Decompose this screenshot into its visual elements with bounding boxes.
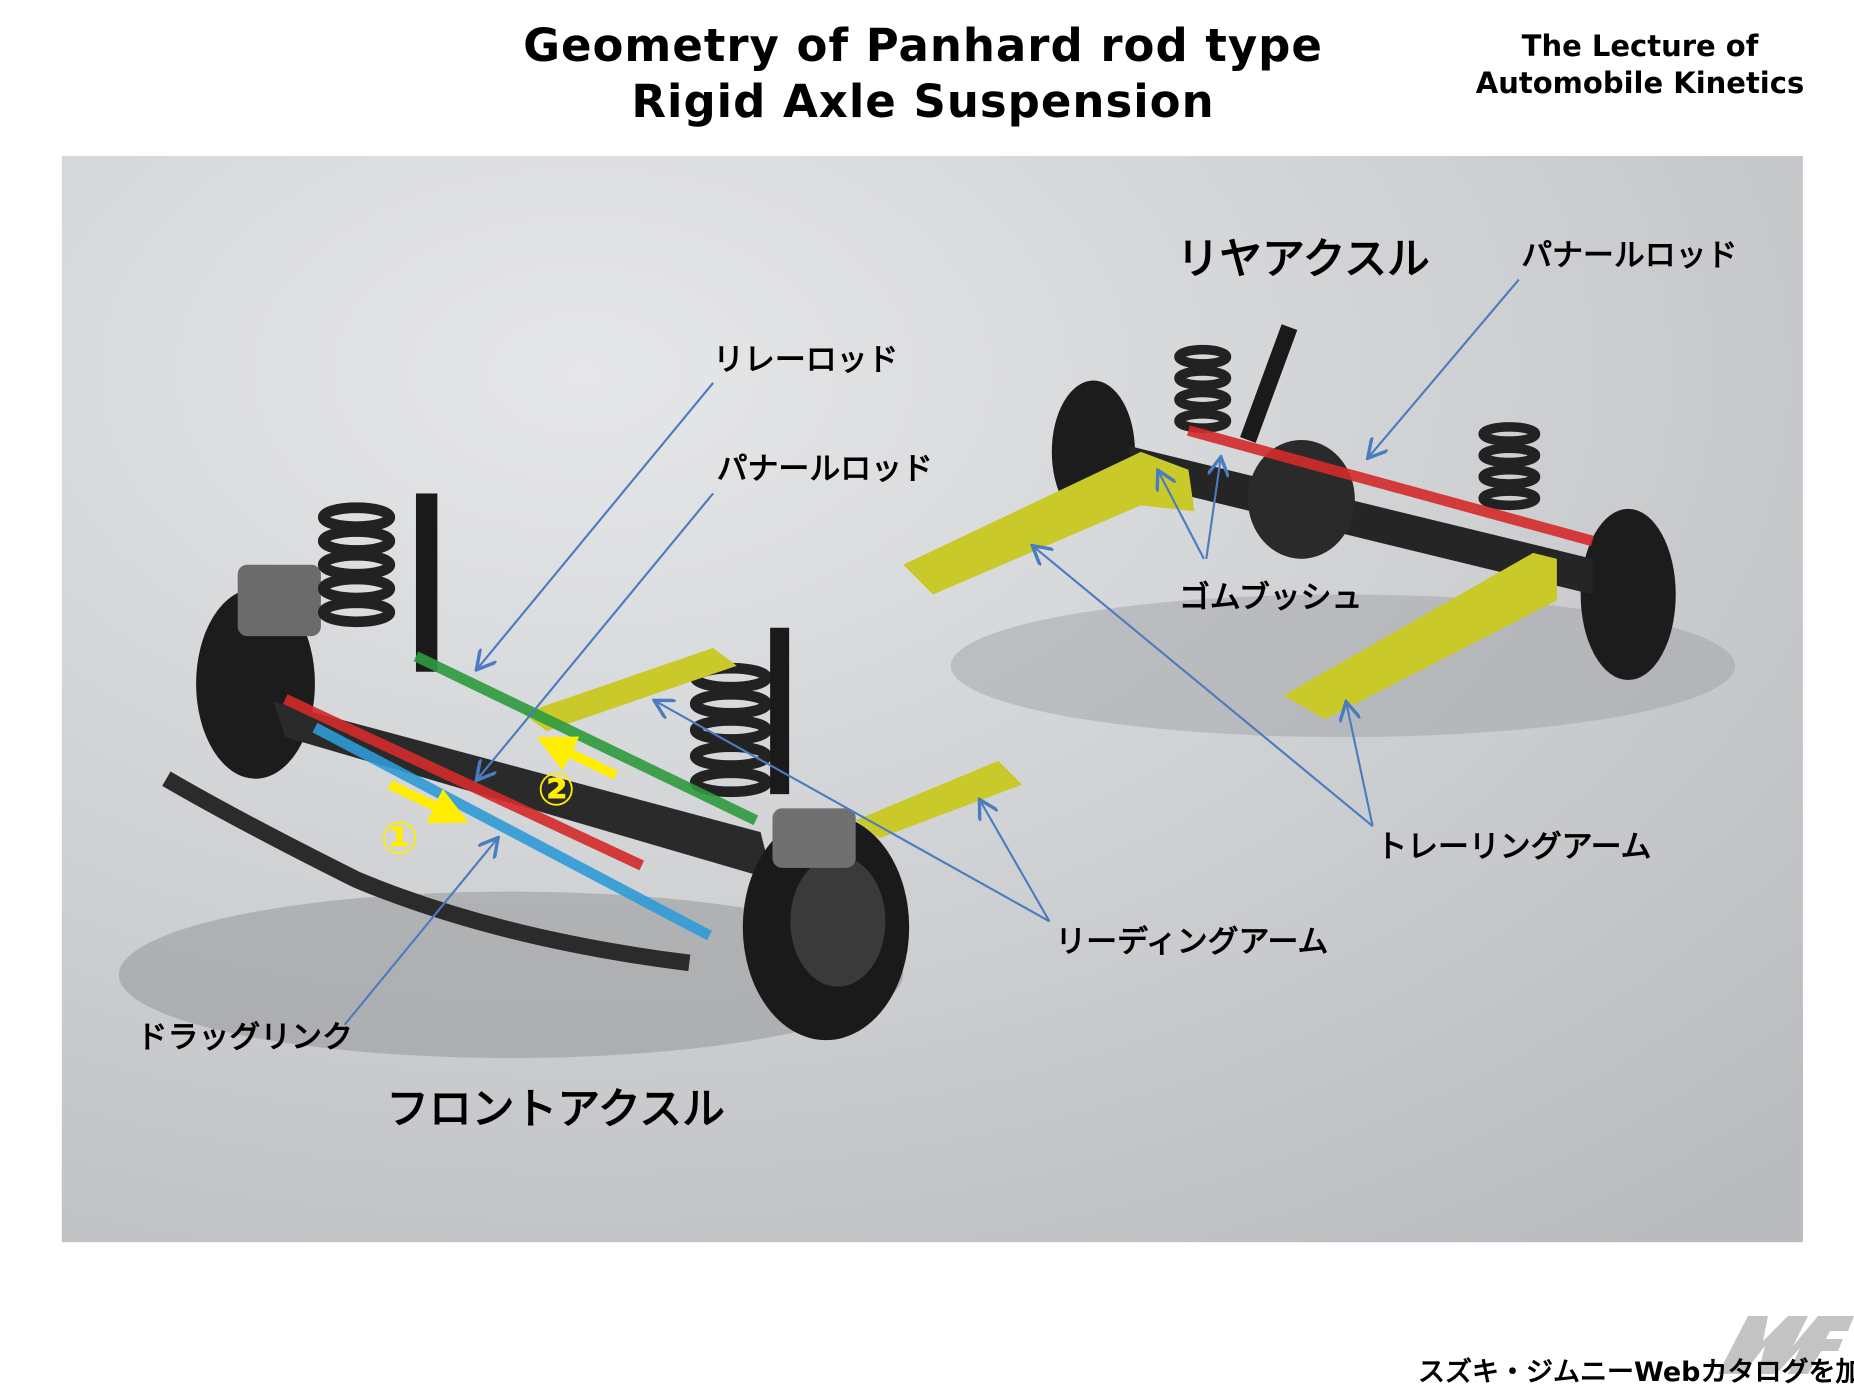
rear-trailing-arm-2 [1283, 552, 1557, 720]
front-axle-assembly [162, 493, 1023, 1041]
rear-axle-assembly [903, 324, 1676, 720]
source-credit: スズキ・ジムニーWebカタログを加工 [1418, 1357, 1854, 1388]
rear-panhard-rod-label: パナールロッド [1521, 237, 1737, 273]
title-line-2: Rigid Axle Suspension [631, 75, 1215, 128]
rear-axle-label: リヤアクスル [1177, 235, 1430, 285]
relay-rod-highlight [413, 651, 759, 826]
front-panhard-rod-highlight [282, 694, 645, 871]
title-line-1: Geometry of Panhard rod type [523, 19, 1323, 72]
lecture-line-1: The Lecture of [1521, 29, 1759, 63]
front-axle-label: フロントアクスル [386, 1084, 725, 1134]
motion-arrow-2 [536, 736, 618, 780]
front-leading-arm-2 [855, 760, 1023, 839]
front-left-spring [317, 502, 396, 628]
lecture-line-2: Automobile Kinetics [1475, 66, 1805, 100]
lecture-heading: The Lecture of Automobile Kinetics [1440, 28, 1840, 102]
rear-panhard-rod-highlight [1187, 425, 1594, 547]
relay-rod-label: リレーロッド [713, 342, 898, 378]
motion-arrow-1 [387, 780, 469, 824]
watermark-logo [1718, 1316, 1854, 1374]
front-leading-arm-1 [522, 647, 737, 732]
front-panhard-rod-label: パナールロッド [717, 451, 933, 487]
drag-link-highlight [312, 722, 713, 941]
rubber-bush-label: ゴムブッシュ [1179, 580, 1362, 616]
leading-arm-label: リーディングアーム [1055, 924, 1328, 960]
photo-background [61, 155, 1803, 1243]
marker-1: ① [380, 812, 418, 865]
trailing-arm-label: トレーリングアーム [1376, 829, 1651, 865]
marker-2: ② [537, 763, 575, 816]
drag-link-label: ドラッグリンク [137, 1019, 353, 1055]
rear-trailing-arm-1 [903, 451, 1195, 595]
pointer-lines [343, 278, 1520, 1026]
